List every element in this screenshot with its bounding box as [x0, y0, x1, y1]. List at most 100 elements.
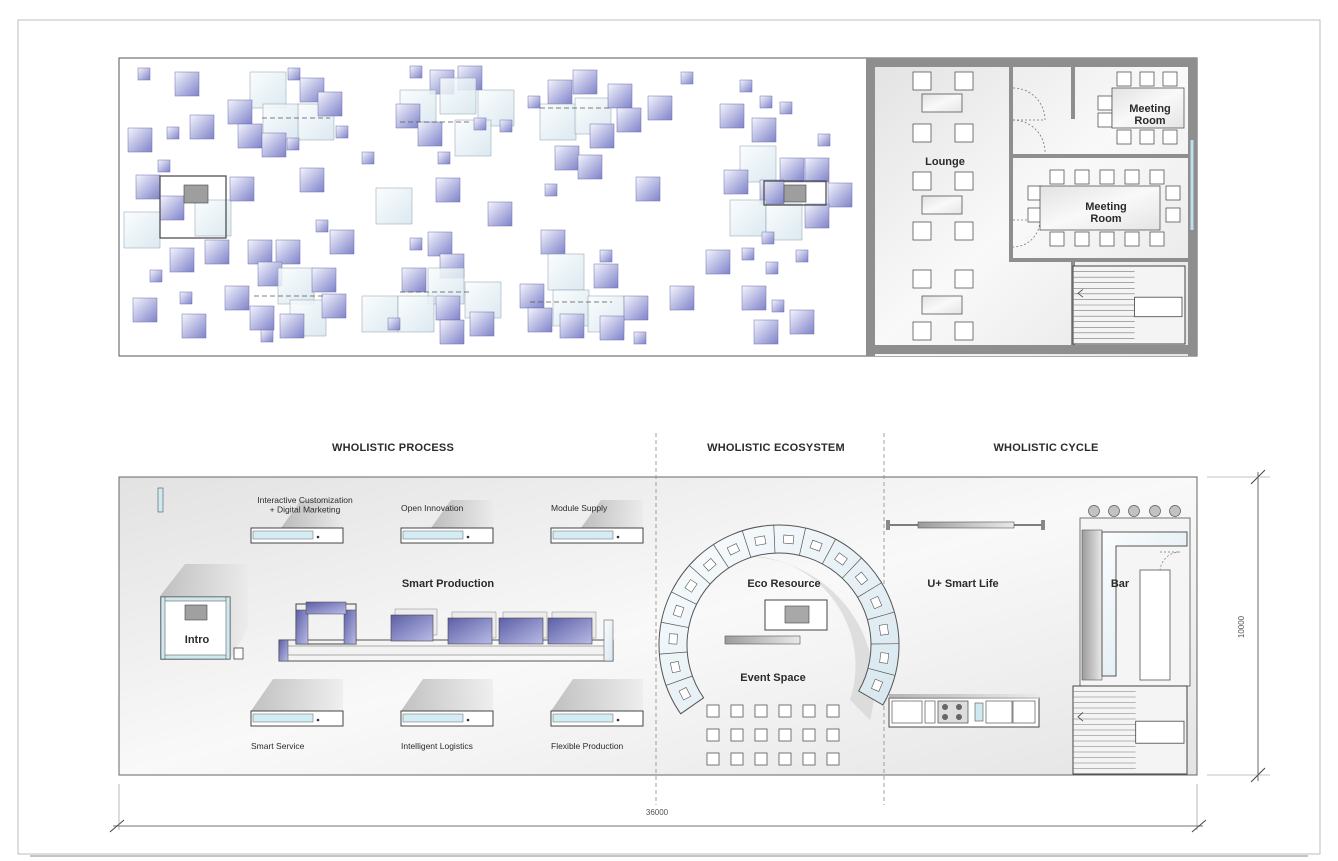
cube-68 — [723, 169, 749, 195]
chair-19 — [1139, 129, 1155, 145]
cube-26 — [317, 91, 343, 117]
cube-50 — [577, 154, 603, 180]
lower-stair — [1072, 685, 1188, 775]
cube-47 — [616, 107, 642, 133]
event-stage — [724, 635, 801, 645]
cube-62 — [751, 117, 777, 143]
wall-bottom — [866, 345, 1197, 354]
cube-0 — [137, 67, 151, 81]
bar-label: Bar — [1111, 578, 1130, 590]
cube-107 — [623, 295, 649, 321]
cube-104 — [519, 283, 545, 309]
dim-width-value: 36000 — [646, 808, 669, 817]
bar-stools — [1088, 505, 1181, 517]
cube-53 — [680, 71, 694, 85]
kitchen-cooktop — [937, 700, 969, 724]
cube-6 — [135, 174, 161, 200]
eco-screen-10 — [702, 558, 717, 572]
cube-80 — [311, 267, 337, 293]
eco-divider-6 — [822, 539, 836, 565]
cube-111 — [633, 331, 647, 345]
event-seat-5 — [826, 704, 840, 718]
cube-46 — [607, 83, 633, 109]
cube-117 — [771, 299, 785, 313]
event-seat-12 — [706, 752, 720, 766]
event-seat-11 — [826, 728, 840, 742]
wall-top — [866, 58, 1197, 67]
cube-88 — [409, 237, 423, 251]
cube-57 — [635, 176, 661, 202]
event-seat-17 — [826, 752, 840, 766]
chair-1 — [954, 71, 974, 91]
smart-life-post-right — [1041, 520, 1045, 530]
conveyor-right-cap — [603, 619, 614, 662]
kitchen-unit-0 — [891, 700, 923, 724]
smart-life-label: U+ Smart Life — [927, 578, 998, 590]
chair-32 — [1124, 231, 1140, 247]
cube-5 — [157, 159, 171, 173]
chair-0 — [912, 71, 932, 91]
eco-resource-area: Eco Resource Event Space — [658, 524, 900, 766]
cube-86 — [260, 329, 274, 343]
cube-101 — [547, 253, 585, 291]
cube-116 — [741, 285, 767, 311]
cube-89 — [427, 231, 453, 257]
bar-stool-0 — [1088, 505, 1100, 517]
cube-field — [123, 65, 853, 345]
smart-life-top-panel — [917, 521, 1015, 529]
station-shadow-1 — [431, 500, 493, 528]
kitchen-shadow — [889, 694, 1039, 699]
eco-screen-5 — [834, 552, 848, 566]
lower-plan-floor — [118, 476, 1198, 776]
robot-arm-top — [305, 601, 347, 615]
chair-11 — [954, 269, 974, 289]
cube-119 — [753, 319, 779, 345]
cube-67 — [804, 157, 830, 183]
eco-divider-10 — [713, 544, 730, 569]
cube-3 — [166, 126, 180, 140]
table-23 — [1111, 87, 1185, 129]
cube-113 — [741, 247, 755, 261]
event-seat-8 — [754, 728, 768, 742]
machine-0 — [390, 614, 434, 642]
eco-screen-1 — [879, 652, 890, 664]
cube-85 — [321, 293, 347, 319]
partition-h2 — [1009, 258, 1188, 262]
table-12 — [921, 295, 963, 315]
table-38 — [1039, 185, 1161, 231]
cube-58 — [544, 183, 558, 197]
cube-16 — [181, 313, 207, 339]
burner-0 — [942, 704, 948, 710]
eco-screen-14 — [670, 661, 681, 674]
eco-screen-2 — [878, 623, 889, 636]
upper-stair-arrow — [1077, 289, 1084, 298]
intro-kiosk — [233, 647, 244, 660]
cube-24 — [261, 132, 287, 158]
cube-8 — [159, 195, 185, 221]
event-seat-6 — [706, 728, 720, 742]
pedestal-frame-1 — [763, 180, 827, 206]
event-seat-0 — [706, 704, 720, 718]
conveyor-inner — [286, 645, 608, 656]
eco-screen-8 — [754, 535, 767, 546]
cube-115 — [795, 249, 809, 263]
cube-12 — [169, 247, 195, 273]
machine-3 — [547, 617, 593, 645]
station-glass-2 — [552, 530, 614, 540]
conveyor-left-cap — [278, 639, 289, 662]
door-swing-3 — [1012, 119, 1046, 153]
cube-70 — [827, 182, 853, 208]
cube-108 — [527, 307, 553, 333]
cube-36 — [395, 103, 421, 129]
station-shadow-4 — [401, 679, 493, 711]
cube-109 — [559, 313, 585, 339]
cube-96 — [435, 295, 461, 321]
eco-screen-11 — [684, 579, 698, 593]
event-seat-13 — [730, 752, 744, 766]
eco-screen-12 — [672, 604, 685, 618]
event-seat-16 — [802, 752, 816, 766]
lounge-furniture — [912, 71, 974, 341]
cube-11 — [204, 239, 230, 265]
station-shadow-5 — [551, 679, 643, 711]
cube-40 — [473, 117, 487, 131]
